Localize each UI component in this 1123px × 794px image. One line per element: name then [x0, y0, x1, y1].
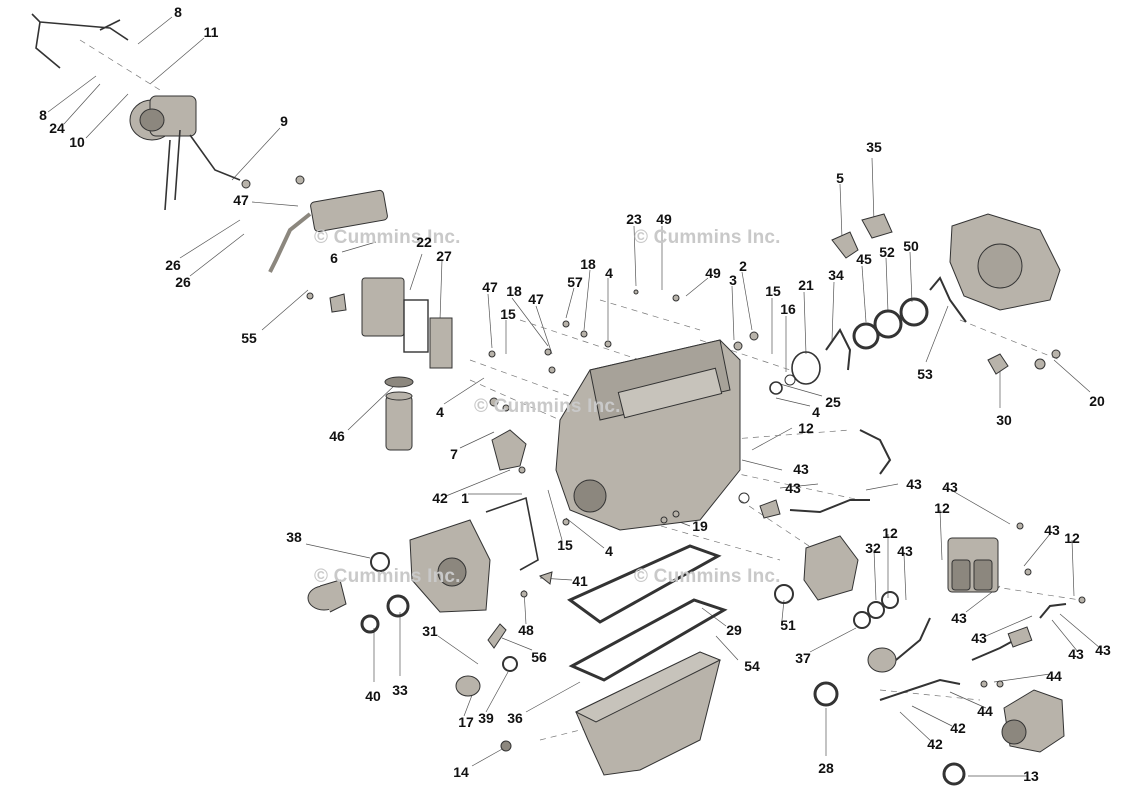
callout-number: 30	[996, 412, 1012, 428]
callout-number: 12	[1064, 530, 1080, 546]
callout-number: 40	[365, 688, 381, 704]
callout-number: 50	[903, 238, 919, 254]
callout-number: 38	[286, 529, 302, 545]
callout-number: 8	[174, 4, 182, 20]
callout-number: 17	[458, 714, 474, 730]
callout-number: 26	[175, 274, 191, 290]
callout-number: 55	[241, 330, 257, 346]
callout-number: 47	[482, 279, 498, 295]
callout-number: 2	[739, 258, 747, 274]
callout-number: 18	[580, 256, 596, 272]
callout-number: 43	[942, 479, 958, 495]
part-shapes	[31, 13, 1086, 786]
callout-number: 47	[233, 192, 249, 208]
callout-number: 12	[934, 500, 950, 516]
callout-number: 31	[422, 623, 438, 639]
callout-number: 3	[729, 272, 737, 288]
callout-number: 13	[1023, 768, 1039, 784]
callout-number: 43	[951, 610, 967, 626]
callout-number: 52	[879, 244, 895, 260]
callout-number: 33	[392, 682, 408, 698]
callout-number: 42	[432, 490, 448, 506]
callout-number: 25	[825, 394, 841, 410]
watermark: © Cummins Inc.	[474, 396, 621, 417]
callout-number: 14	[453, 764, 469, 780]
callout-number: 42	[927, 736, 943, 752]
callout-number: 20	[1089, 393, 1105, 409]
callout-number: 4	[605, 265, 613, 281]
callout-number: 12	[798, 420, 814, 436]
callout-number: 51	[780, 617, 796, 633]
callout-number: 4	[605, 543, 613, 559]
callout-number: 15	[557, 537, 573, 553]
callout-number: 7	[450, 446, 458, 462]
callout-number: 10	[69, 134, 85, 150]
callout-number: 19	[692, 518, 708, 534]
callout-number: 28	[818, 760, 834, 776]
callout-number: 56	[531, 649, 547, 665]
callout-number: 45	[856, 251, 872, 267]
watermark: © Cummins Inc.	[314, 227, 461, 248]
callout-number: 18	[506, 283, 522, 299]
callout-number: 24	[49, 120, 65, 136]
callout-number: 43	[1044, 522, 1060, 538]
callout-number: 15	[765, 283, 781, 299]
callout-number: 41	[572, 573, 588, 589]
callout-number: 43	[793, 461, 809, 477]
callout-number: 49	[705, 265, 721, 281]
callout-number: 54	[744, 658, 760, 674]
callout-number: 43	[897, 543, 913, 559]
callout-number: 29	[726, 622, 742, 638]
callout-number: 21	[798, 277, 814, 293]
callout-number: 8	[39, 107, 47, 123]
callout-number: 15	[500, 306, 516, 322]
callout-number: 26	[165, 257, 181, 273]
callout-number: 23	[626, 211, 642, 227]
callout-number: 9	[280, 113, 288, 129]
callout-number: 46	[329, 428, 345, 444]
callout-number: 42	[950, 720, 966, 736]
callout-number: 37	[795, 650, 811, 666]
callout-number: 6	[330, 250, 338, 266]
callout-number: 43	[971, 630, 987, 646]
callout-number: 44	[977, 703, 993, 719]
watermark: © Cummins Inc.	[634, 227, 781, 248]
callout-number: 48	[518, 622, 534, 638]
callout-number: 57	[567, 274, 583, 290]
callout-number: 34	[828, 267, 844, 283]
callout-number: 12	[882, 525, 898, 541]
callout-number: 43	[1095, 642, 1111, 658]
watermark: © Cummins Inc.	[634, 566, 781, 587]
callout-number: 35	[866, 139, 882, 155]
callout-number: 4	[812, 404, 820, 420]
callout-number: 43	[1068, 646, 1084, 662]
callout-number: 4	[436, 404, 444, 420]
callout-number: 53	[917, 366, 933, 382]
callout-number: 47	[528, 291, 544, 307]
callout-number: 27	[436, 248, 452, 264]
callout-number: 49	[656, 211, 672, 227]
callout-number: 39	[478, 710, 494, 726]
callout-number: 5	[836, 170, 844, 186]
callout-number: 32	[865, 540, 881, 556]
callout-number: 43	[906, 476, 922, 492]
callout-number: 44	[1046, 668, 1062, 684]
callout-number: 11	[203, 24, 219, 40]
leader-lines	[47, 16, 1101, 777]
callout-number: 16	[780, 301, 796, 317]
watermark: © Cummins Inc.	[314, 566, 461, 587]
callout-number: 22	[416, 234, 432, 250]
callout-number: 1	[461, 490, 469, 506]
callout-number: 36	[507, 710, 523, 726]
callout-number: 43	[785, 480, 801, 496]
